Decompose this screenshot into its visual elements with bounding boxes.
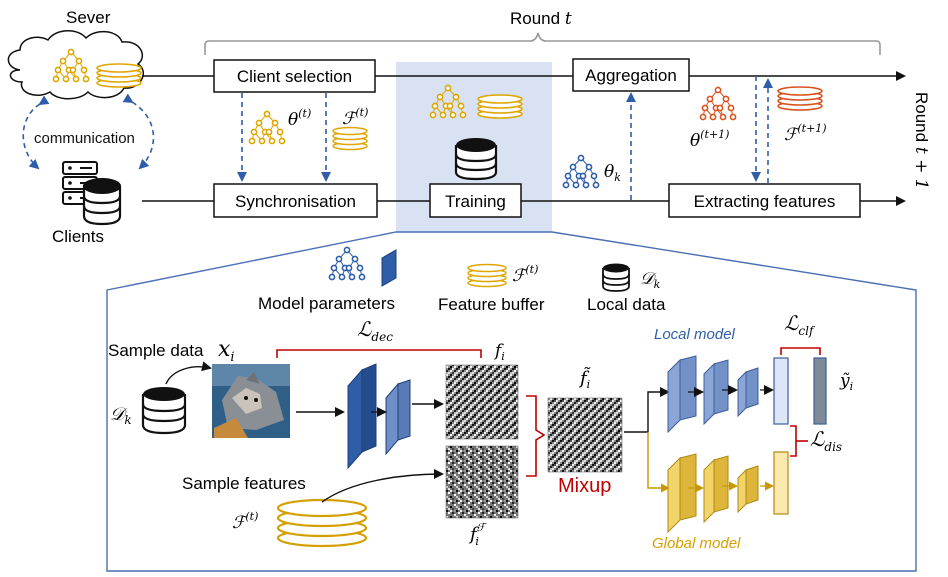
svg-text:Synchronisation: Synchronisation — [235, 192, 356, 211]
svg-text:Training: Training — [445, 192, 506, 211]
feature-map-fF — [445, 445, 519, 519]
local-data-icon — [141, 387, 187, 435]
feature-buffer-icon — [96, 63, 142, 88]
L-dec-label: ℒdec — [357, 317, 393, 344]
next-round-label: Round t + 1 — [911, 92, 931, 190]
local-fc-layer — [773, 357, 789, 425]
neural-net-icon — [328, 246, 366, 281]
L-clf-bracket — [780, 347, 821, 355]
round-label: Round t — [510, 9, 572, 29]
communication-arrow-right — [122, 93, 155, 170]
L-clf-label: ℒclf — [784, 311, 816, 338]
theta-t1-label: θ(t+1) — [690, 128, 729, 151]
detail-panel-outline — [106, 231, 917, 572]
legend-F-symbol: ℱ(t) — [512, 263, 538, 286]
neural-net-icon — [562, 154, 600, 189]
round-bracket — [204, 32, 881, 55]
synchronisation-box: Synchronisation — [213, 183, 378, 218]
server-label: Sever — [66, 8, 111, 27]
legend-model-parameters: Model parameters — [258, 294, 395, 313]
encoder-layer-1 — [347, 368, 363, 470]
layer-icon — [381, 249, 397, 287]
legend-D-symbol: 𝒟k — [640, 269, 661, 291]
sample-features-label: Sample features — [182, 474, 306, 493]
sample-image — [212, 364, 290, 438]
D-k-label: 𝒟k — [110, 404, 132, 427]
sample-arrow — [165, 361, 212, 385]
F-t-detail-label: ℱ(t) — [232, 510, 258, 533]
neural-net-icon — [248, 110, 286, 145]
feature-buffer-icon — [467, 263, 507, 288]
communication-arrow-left — [22, 95, 50, 170]
sample-features-arrow — [321, 469, 444, 503]
theta-t-label: θ(t) — [288, 107, 311, 130]
global-model-label: Global model — [652, 535, 741, 552]
mixup-label: Mixup — [558, 475, 611, 497]
local-model-label: Local model — [654, 326, 736, 343]
f-i-label: fi — [493, 341, 505, 363]
neural-net-icon — [699, 86, 737, 121]
feature-buffer-icon — [332, 126, 368, 151]
to-global-arrow — [647, 432, 670, 493]
svg-text:Extracting features: Extracting features — [694, 192, 836, 211]
local-model-blocks — [667, 355, 759, 434]
output-layer — [813, 357, 827, 425]
communication-label: communication — [34, 130, 135, 147]
legend-feature-buffer: Feature buffer — [438, 295, 545, 314]
training-box: Training — [429, 183, 522, 218]
L-dec-bracket — [276, 349, 482, 358]
neural-net-icon — [429, 84, 467, 119]
local-data-icon — [602, 263, 630, 292]
feature-map-mixed — [547, 397, 623, 473]
y-tilde-label: ỹi — [839, 371, 853, 393]
global-model-blocks — [667, 453, 759, 534]
F-t1-label: ℱ(t+1) — [784, 122, 827, 145]
aggregation-box: Aggregation — [572, 58, 690, 92]
encoder-layer-2-side — [397, 379, 411, 441]
f-tilde-label: f̃i — [578, 366, 591, 391]
x-i-label: xi — [218, 337, 235, 365]
neural-net-icon — [52, 48, 90, 83]
feature-buffer-icon — [777, 86, 823, 111]
svg-text:Aggregation: Aggregation — [585, 66, 677, 85]
encoder-layer-2 — [385, 382, 399, 456]
svg-text:Client selection: Client selection — [237, 67, 352, 86]
feature-map-fi — [445, 364, 519, 440]
client-selection-box: Client selection — [213, 59, 376, 93]
legend-local-data: Local data — [587, 295, 666, 314]
mixup-bracket — [526, 395, 546, 477]
feature-buffer-icon — [477, 94, 523, 119]
local-data-icon — [454, 138, 498, 181]
L-dis-label: ℒdis — [810, 427, 842, 454]
feature-buffer-icon — [276, 498, 368, 548]
encoder-layer-1-side — [361, 363, 377, 453]
to-local-arrow — [624, 387, 670, 433]
extracting-features-box: Extracting features — [668, 183, 861, 218]
svg-text:Round t + 1: Round t + 1 — [911, 92, 931, 190]
clients-icon — [62, 161, 122, 226]
clients-label: Clients — [52, 227, 104, 246]
global-fc-layer — [773, 451, 789, 515]
sample-data-label: Sample data — [108, 341, 204, 360]
L-dis-bracket — [790, 425, 797, 457]
theta-k-label: θk — [604, 162, 621, 184]
F-t-label: ℱ(t) — [342, 106, 368, 129]
